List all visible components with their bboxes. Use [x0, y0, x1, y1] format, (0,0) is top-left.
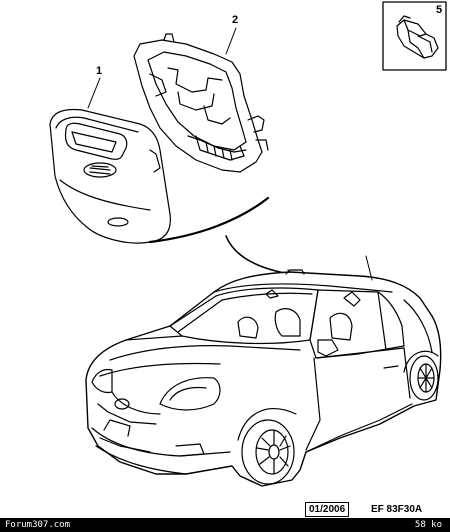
date-label: 01/2006: [305, 502, 350, 517]
part-2-support-frame: [133, 27, 269, 173]
reference-code: EF 83F30A: [371, 504, 423, 515]
location-pointer: [148, 196, 293, 279]
car-illustration: [85, 255, 442, 487]
footer-bar: [0, 518, 450, 532]
watermark-text: Forum307.com: [5, 520, 71, 530]
part-1-lamp-housing: [49, 77, 171, 244]
callout-part-2: 2: [232, 14, 239, 26]
part-5-clip-inset: [382, 1, 447, 71]
callout-part-5: 5: [436, 4, 443, 16]
file-size-text: 58 ko: [414, 520, 442, 530]
callout-part-1: 1: [96, 65, 103, 77]
